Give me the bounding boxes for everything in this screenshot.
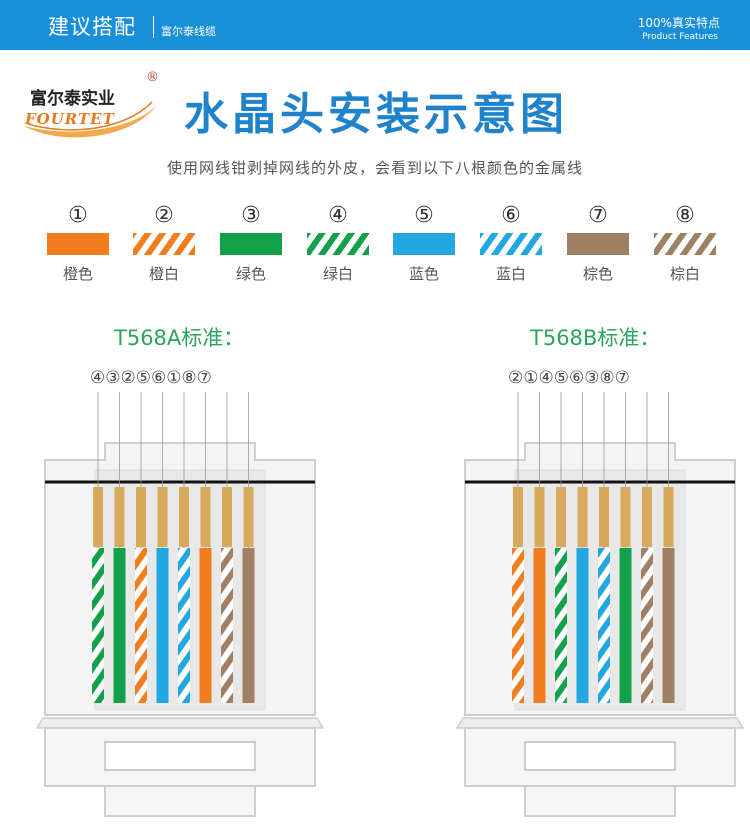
legend-label: 橙白 [148,265,179,283]
wire-棕色 [242,548,255,703]
wire-contact [556,487,566,547]
wire-棕白 [221,548,233,703]
legend-number: ③ [241,203,261,228]
legend-label: 橙色 [62,265,93,283]
t568b-sequence: ②①④⑤⑥③⑧⑦ [508,368,630,388]
wire-蓝色 [156,548,169,703]
header-bar: 建议搭配 富尔泰线缆 100%真实特点 Product Features [0,0,750,50]
legend-swatch [393,233,455,255]
legend-number: ⑧ [675,203,695,228]
wire-contact [243,487,254,547]
legend-label: 绿白 [322,265,353,283]
header-features-en: Product Features [642,32,718,42]
registered-mark: ® [146,70,159,85]
page-title: 水晶头安装示意图 [184,89,568,140]
wire-蓝白 [178,548,190,703]
legend-label: 棕白 [669,265,700,283]
wire-contact [179,487,189,547]
wire-contact [577,487,588,547]
page-subtitle: 使用网线钳剥掉网线的外皮，会看到以下八根颜色的金属线 [166,159,583,177]
legend-item-6: ⑥ 蓝白 [471,203,551,284]
legend-number: ④ [328,203,348,228]
wire-绿色 [619,548,632,703]
plug-boot-window [104,741,256,771]
header-subtitle: 富尔泰线缆 [161,25,216,38]
header-divider [153,16,154,38]
wire-contact [599,487,609,547]
legend-number: ⑥ [501,203,521,228]
header-features-cn: 100%真实特点 [637,16,720,30]
legend-swatch [220,233,282,255]
wire-棕色 [662,548,675,703]
legend-label: 绿色 [235,265,266,283]
legend-swatch [133,233,195,255]
legend-item-4: ④ 绿白 [298,203,378,284]
t568a-sequence: ④③②⑤⑥①⑧⑦ [90,368,212,388]
legend-label: 蓝白 [495,265,526,283]
legend-item-5: ⑤ 蓝色 [384,203,464,284]
wire-橙白 [135,548,147,703]
rj45-plug-t568a [35,392,325,817]
legend-item-8: ⑧ 棕白 [645,203,725,284]
plug-collar [35,717,325,729]
wire-contact [93,487,103,547]
plug-latch [104,785,256,817]
logo-swoosh-icon [24,101,156,138]
legend-item-7: ⑦ 棕色 [558,203,638,284]
wire-蓝色 [576,548,589,703]
legend-label: 棕色 [582,265,613,283]
legend-number: ⑤ [414,203,434,228]
t568b-title: T568B标准： [530,326,661,350]
legend-swatch [47,233,109,255]
wire-contact [663,487,674,547]
wire-蓝白 [598,548,610,703]
wire-contact [222,487,232,547]
legend-swatch [307,233,369,255]
brand-logo: 富尔泰实业 FOURTET ® [20,70,160,140]
wire-contact [513,487,523,547]
logo-text-en: FOURTET [25,110,115,128]
plug-latch [524,785,676,817]
header-title: 建议搭配 [48,15,136,39]
wire-橙色 [533,548,546,703]
wire-contact [157,487,168,547]
legend-number: ① [68,203,88,228]
legend-item-3: ③ 绿色 [211,203,291,284]
wire-绿白 [92,548,104,703]
legend-item-2: ② 橙白 [124,203,204,284]
t568a-title: T568A标准： [114,326,245,350]
wire-contact [136,487,146,547]
wire-橙白 [512,548,524,703]
legend-swatch [480,233,542,255]
plug-collar [455,717,745,729]
wire-contact [114,487,125,547]
legend-number: ⑦ [588,203,608,228]
wire-绿白 [555,548,567,703]
wire-棕白 [641,548,653,703]
wire-contact [642,487,652,547]
wire-contact [620,487,631,547]
wire-contact [534,487,545,547]
plug-boot-window [524,741,676,771]
rj45-plug-t568b [455,392,745,817]
legend-item-1: ① 橙色 [38,203,118,284]
wire-橙色 [199,548,212,703]
legend-label: 蓝色 [408,265,439,283]
legend-swatch [654,233,716,255]
legend-number: ② [154,203,174,228]
wire-绿色 [113,548,126,703]
legend-swatch [567,233,629,255]
wire-contact [200,487,211,547]
logo-text-cn: 富尔泰实业 [30,89,115,109]
